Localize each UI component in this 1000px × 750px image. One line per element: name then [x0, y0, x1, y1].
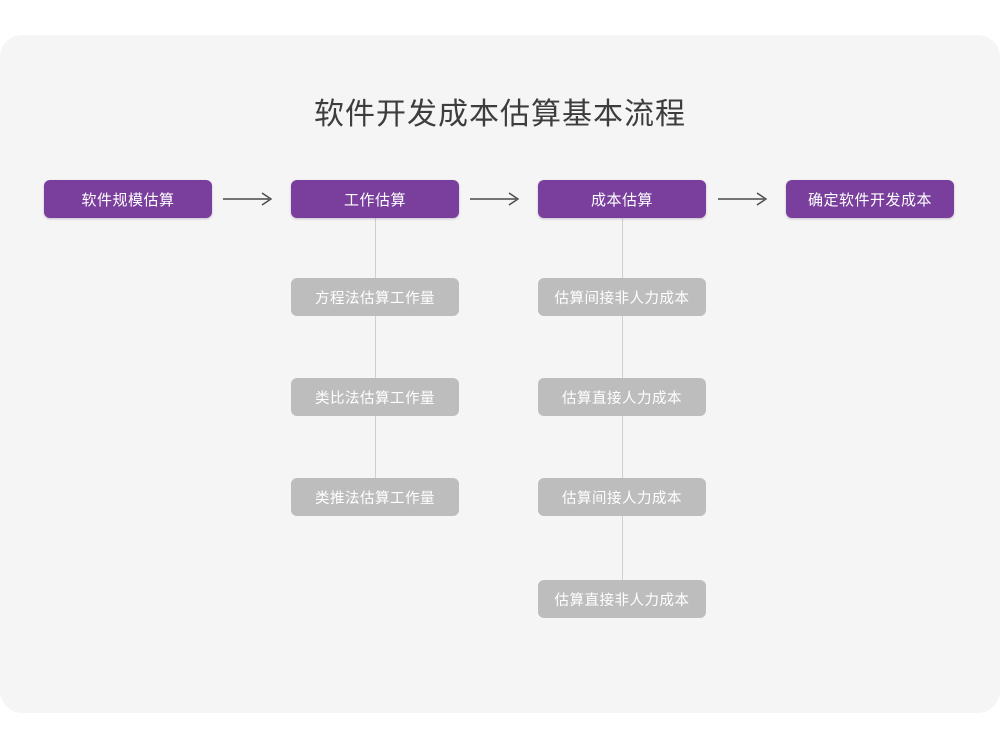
diagram-card [0, 35, 1000, 713]
connector-line-work [375, 214, 376, 516]
right-arrow-icon-2 [470, 191, 526, 207]
step-node-determine-development-cost[interactable]: 确定软件开发成本 [786, 180, 954, 218]
substep-node-direct-labor-cost[interactable]: 估算直接人力成本 [538, 378, 706, 416]
step-node-work-estimation[interactable]: 工作估算 [291, 180, 459, 218]
right-arrow-icon-3 [718, 191, 774, 207]
substep-node-analogy-method-workload[interactable]: 类比法估算工作量 [291, 378, 459, 416]
substep-node-inference-method-workload[interactable]: 类推法估算工作量 [291, 478, 459, 516]
substep-node-direct-nonlabor-cost[interactable]: 估算直接非人力成本 [538, 580, 706, 618]
substep-node-equation-method-workload[interactable]: 方程法估算工作量 [291, 278, 459, 316]
page-title: 软件开发成本估算基本流程 [314, 98, 686, 131]
substep-node-indirect-nonlabor-cost[interactable]: 估算间接非人力成本 [538, 278, 706, 316]
connector-line-cost [622, 214, 623, 618]
right-arrow-icon-1 [223, 191, 279, 207]
step-node-software-scale-estimation[interactable]: 软件规模估算 [44, 180, 212, 218]
substep-node-indirect-labor-cost[interactable]: 估算间接人力成本 [538, 478, 706, 516]
step-node-cost-estimation[interactable]: 成本估算 [538, 180, 706, 218]
